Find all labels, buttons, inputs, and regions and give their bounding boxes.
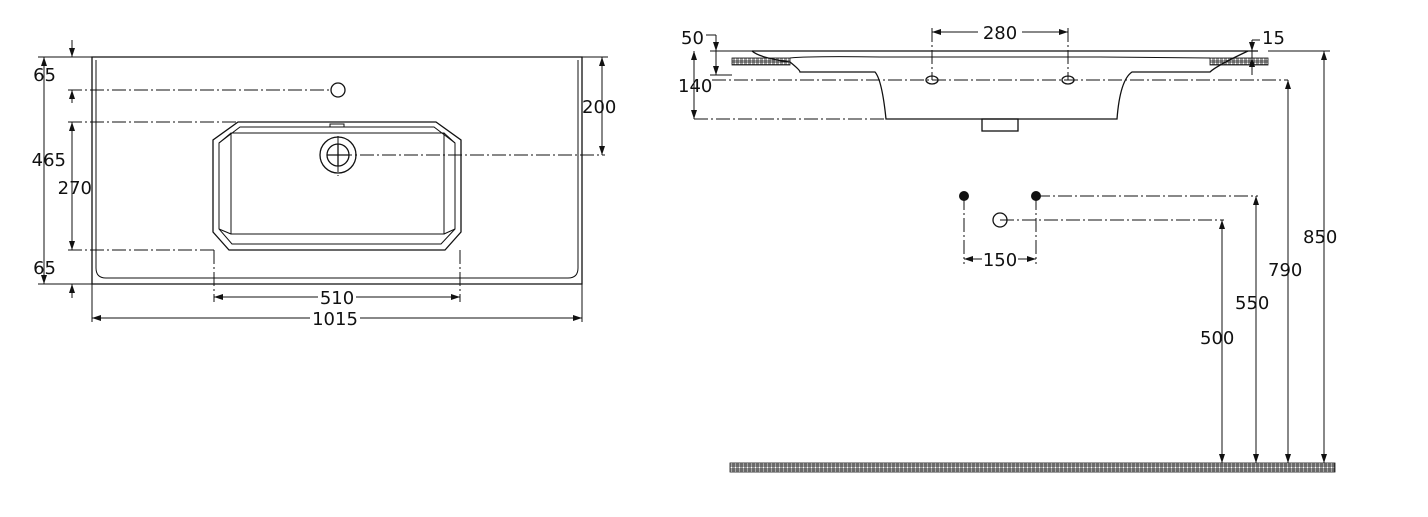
dim-label-850: 850 xyxy=(1303,227,1337,248)
dim-label-280: 280 xyxy=(983,23,1017,44)
wall-hatch-left xyxy=(731,57,791,66)
supply-points xyxy=(959,191,1041,228)
dim-label-15: 15 xyxy=(1262,28,1285,49)
floor-hatch xyxy=(729,462,1336,473)
dim-label-140: 140 xyxy=(678,76,712,97)
dim-label-50: 50 xyxy=(681,28,704,49)
dim-label-790: 790 xyxy=(1268,260,1302,281)
wall-hatch-right xyxy=(1209,57,1269,66)
dim-label-200: 200 xyxy=(582,97,616,118)
dim-label-1015: 1015 xyxy=(312,309,358,330)
basin-outline xyxy=(212,121,462,251)
dim-label-500: 500 xyxy=(1200,328,1234,349)
dim-label-465: 465 xyxy=(32,150,66,171)
side-view: 280 50 140 15 150 xyxy=(678,23,1337,473)
dim-label-150: 150 xyxy=(983,250,1017,271)
dim-label-510: 510 xyxy=(320,288,354,309)
tap-hole-icon xyxy=(330,82,346,98)
top-view: 65 465 270 65 200 510 1015 xyxy=(32,40,616,330)
dim-label-65-bottom: 65 xyxy=(33,258,56,279)
dim-label-270: 270 xyxy=(58,178,92,199)
dim-label-65-top: 65 xyxy=(33,65,56,86)
dim-label-550: 550 xyxy=(1235,293,1269,314)
